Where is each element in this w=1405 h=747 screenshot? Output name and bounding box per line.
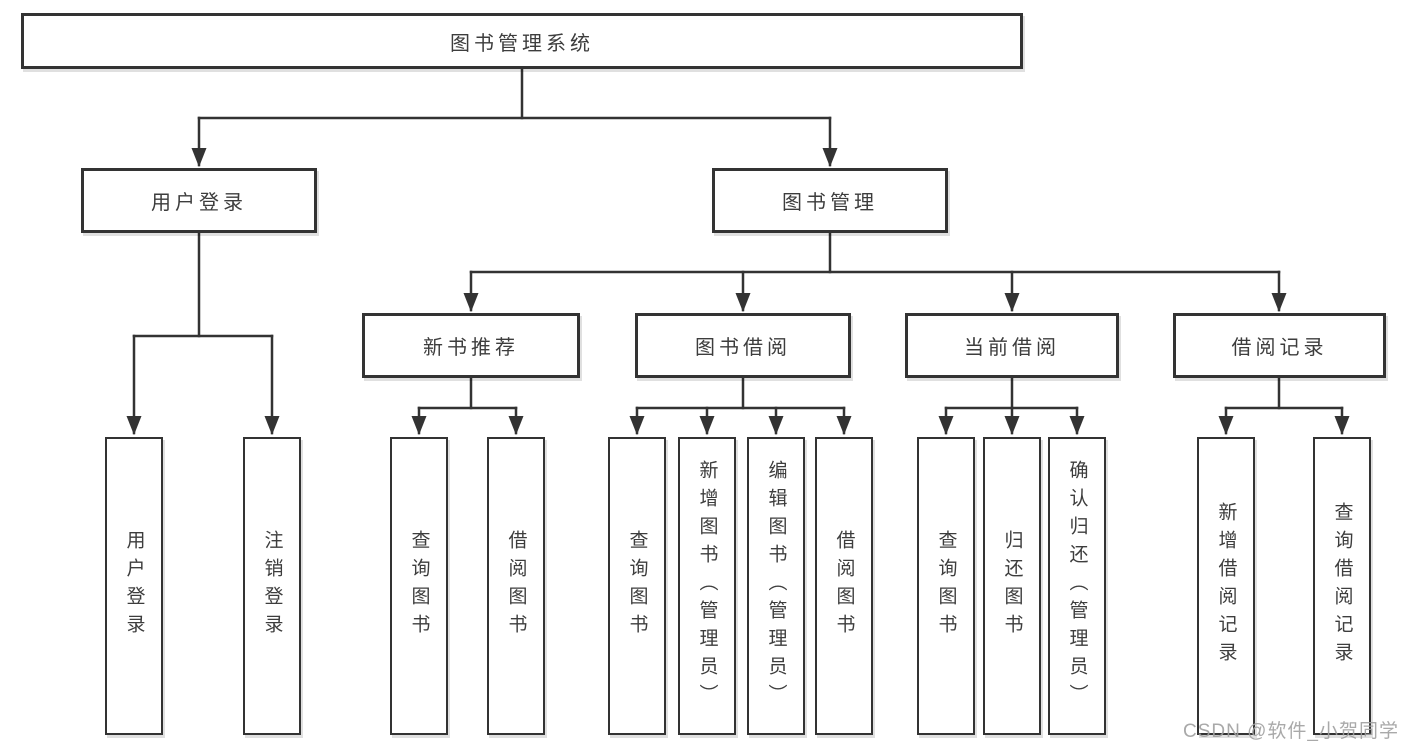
node-user-login: 用户登录	[81, 168, 317, 233]
leaf-query-books-recommend: 查询图书	[390, 437, 448, 735]
watermark: CSDN @软件_小贺同学	[1183, 721, 1399, 742]
connector-new-book	[411, 376, 524, 435]
leaf-edit-book-admin: 编辑图书（管理员）	[747, 437, 805, 735]
leaf-query-books-current: 查询图书	[917, 437, 975, 735]
leaf-label: 用户登录	[123, 530, 145, 642]
leaf-label: 确认归还（管理员）	[1066, 460, 1088, 712]
leaf-label: 新增图书（管理员）	[696, 460, 718, 712]
leaf-user-login: 用户登录	[105, 437, 163, 735]
connector-root	[191, 67, 838, 167]
leaf-label: 查询图书	[935, 530, 957, 642]
node-book-borrow: 图书借阅	[635, 313, 851, 378]
node-root: 图书管理系统	[21, 13, 1023, 69]
connector-borrow-records	[1218, 376, 1350, 435]
leaf-borrow-books: 借阅图书	[815, 437, 873, 735]
leaf-query-books-borrow: 查询图书	[608, 437, 666, 735]
connector-user-login	[126, 231, 280, 435]
leaf-add-book-admin: 新增图书（管理员）	[678, 437, 736, 735]
connector-book-mgmt	[463, 231, 1287, 312]
node-book-management: 图书管理	[712, 168, 948, 233]
leaf-confirm-return-admin: 确认归还（管理员）	[1048, 437, 1106, 735]
leaf-label: 注销登录	[261, 530, 283, 642]
leaf-logout: 注销登录	[243, 437, 301, 735]
leaf-label: 查询图书	[626, 530, 648, 642]
leaf-label: 编辑图书（管理员）	[765, 460, 787, 712]
leaf-add-borrow-record: 新增借阅记录	[1197, 437, 1255, 735]
leaf-label: 查询借阅记录	[1331, 502, 1353, 670]
leaf-label: 新增借阅记录	[1215, 502, 1237, 670]
connector-book-borrow	[629, 376, 852, 435]
leaf-query-borrow-record: 查询借阅记录	[1313, 437, 1371, 735]
node-new-book-recommend: 新书推荐	[362, 313, 580, 378]
leaf-label: 借阅图书	[505, 530, 527, 642]
leaf-borrow-books-recommend: 借阅图书	[487, 437, 545, 735]
leaf-label: 查询图书	[408, 530, 430, 642]
node-current-borrow: 当前借阅	[905, 313, 1119, 378]
leaf-label: 归还图书	[1001, 530, 1023, 642]
connector-current-borrow	[938, 376, 1085, 435]
leaf-return-book: 归还图书	[983, 437, 1041, 735]
node-borrow-records: 借阅记录	[1173, 313, 1386, 378]
leaf-label: 借阅图书	[833, 530, 855, 642]
